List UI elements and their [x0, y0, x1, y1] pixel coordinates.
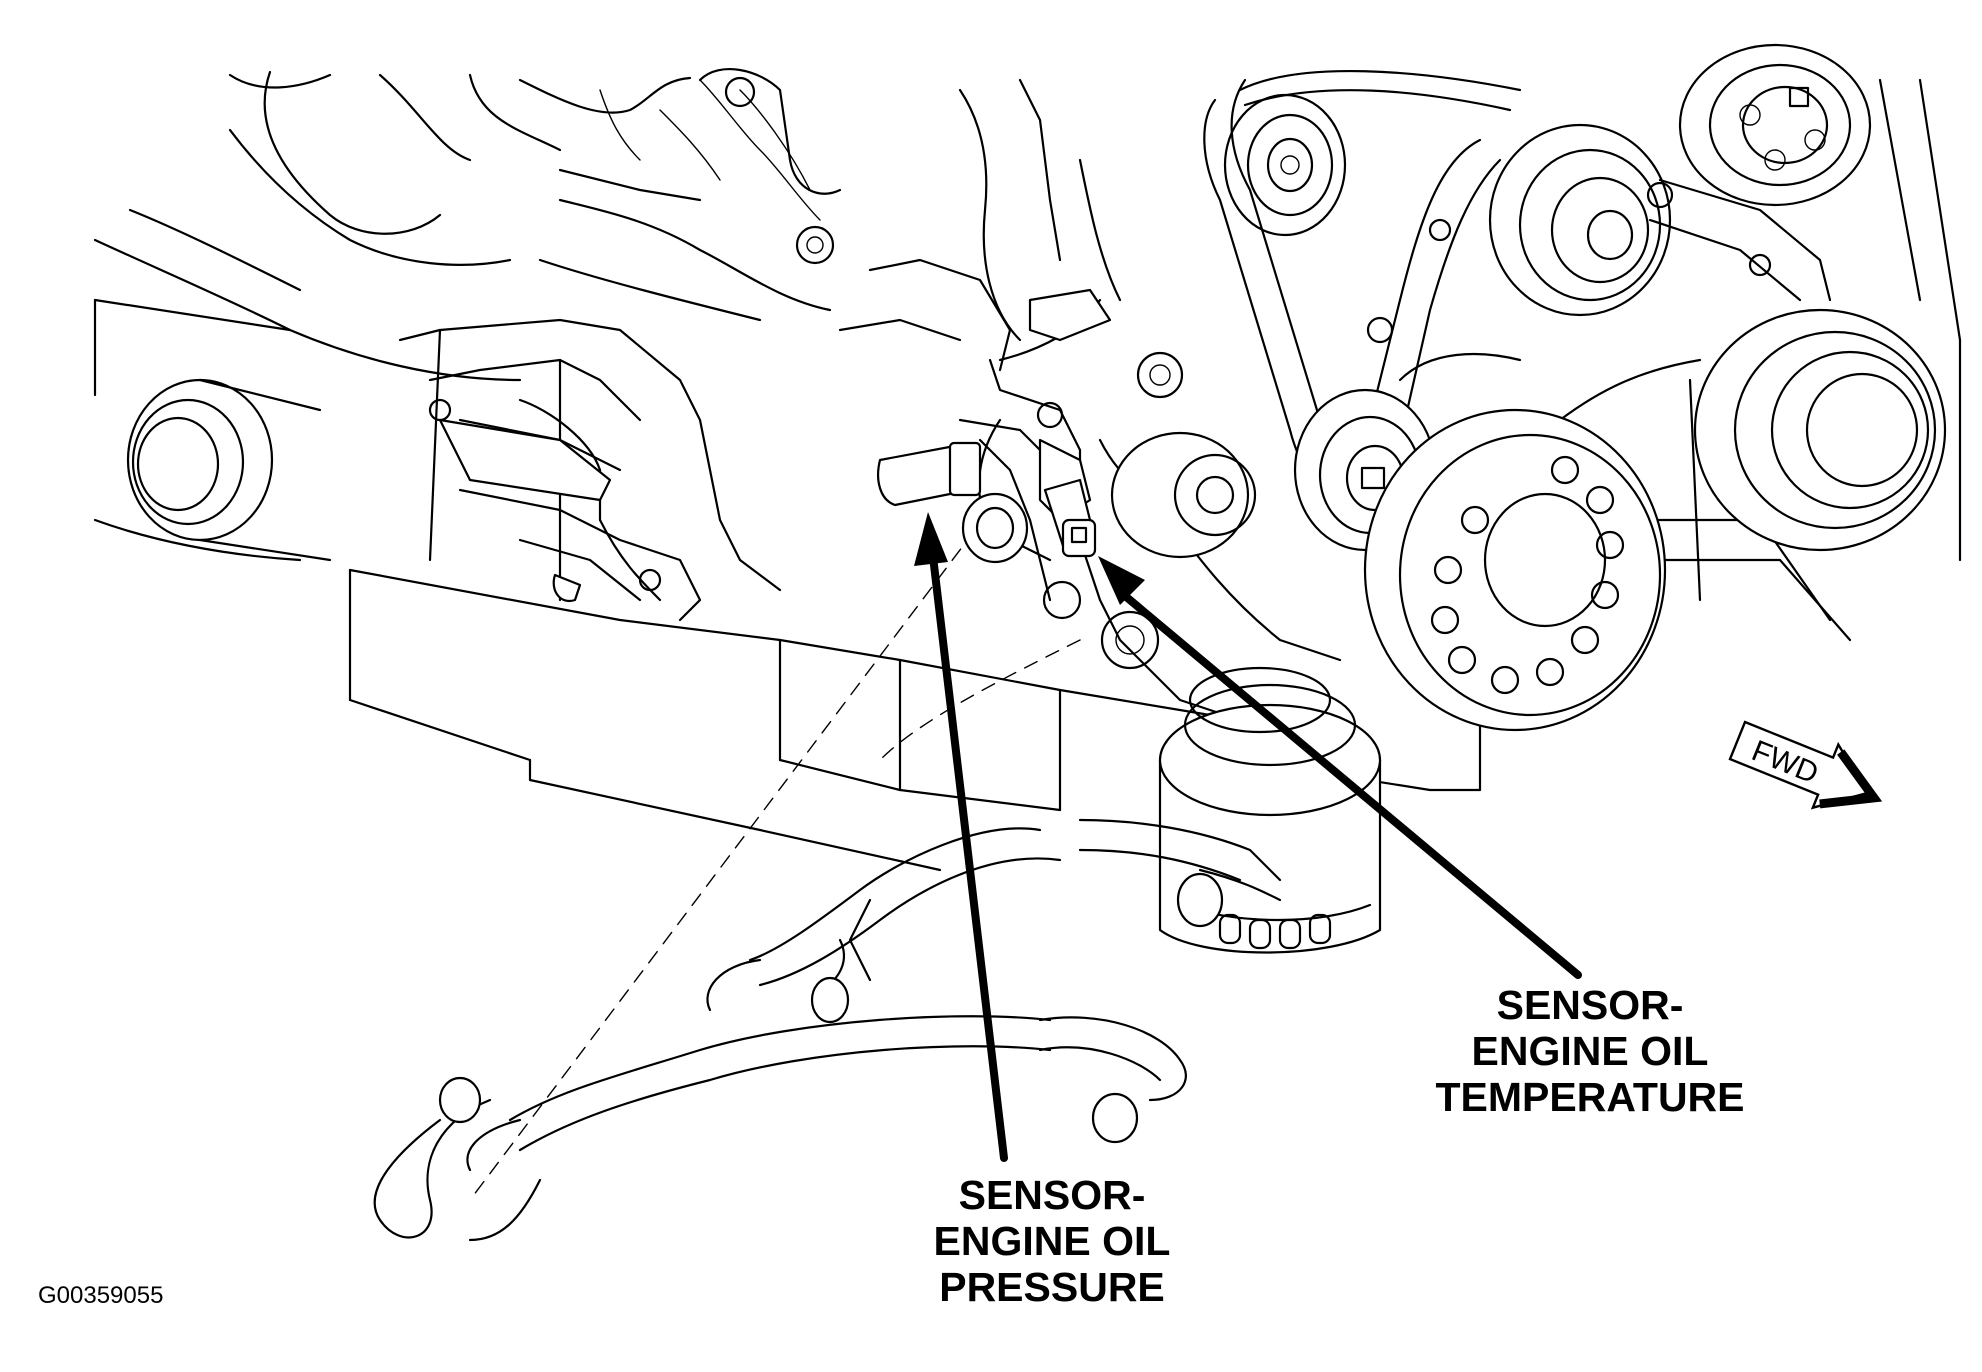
engine-block-outline	[348, 318, 1482, 872]
installation-dashes	[469, 529, 1081, 1201]
mount-bracket	[428, 398, 702, 622]
belt-tensioner	[1110, 431, 1257, 559]
oil-temperature-sensor-label: SENSOR- ENGINE OIL TEMPERATURE	[1420, 982, 1760, 1120]
oil-pressure-label-line-3: PRESSURE	[939, 1264, 1165, 1310]
oil-pressure-sensor-label: SENSOR- ENGINE OIL PRESSURE	[882, 1172, 1222, 1310]
ac-compressor-pulley	[1688, 308, 1962, 602]
fwd-direction-arrow: FWD	[1728, 720, 1883, 810]
oil-temperature-label-line-2: ENGINE OIL	[1471, 1028, 1709, 1074]
pulley-grooved-center	[1488, 123, 1672, 317]
pulley-top-right	[1678, 43, 1872, 207]
oil-filter	[1158, 666, 1382, 954]
callout-arrow-pressure	[914, 512, 1008, 1162]
upper-right-brackets	[1366, 78, 1962, 344]
idler-pulley-upper	[1223, 93, 1347, 237]
crankshaft-damper	[1363, 408, 1667, 732]
oil-pressure-sensor	[877, 441, 1029, 564]
callout-arrow-temperature	[1098, 556, 1582, 979]
oil-temperature-label-line-3: TEMPERATURE	[1435, 1074, 1745, 1120]
oil-temperature-label-line-1: SENSOR-	[1496, 982, 1684, 1028]
intake-manifold-outline	[93, 68, 842, 562]
oil-cooler-lines	[373, 818, 1282, 1242]
figure-id: G00359055	[38, 1282, 164, 1309]
left-end-cap	[126, 378, 332, 562]
oil-pressure-label-line-1: SENSOR-	[958, 1172, 1146, 1218]
serpentine-belt	[1203, 69, 1852, 642]
oil-pressure-label-line-2: ENGINE OIL	[933, 1218, 1171, 1264]
oil-temperature-sensor	[1043, 478, 1097, 558]
